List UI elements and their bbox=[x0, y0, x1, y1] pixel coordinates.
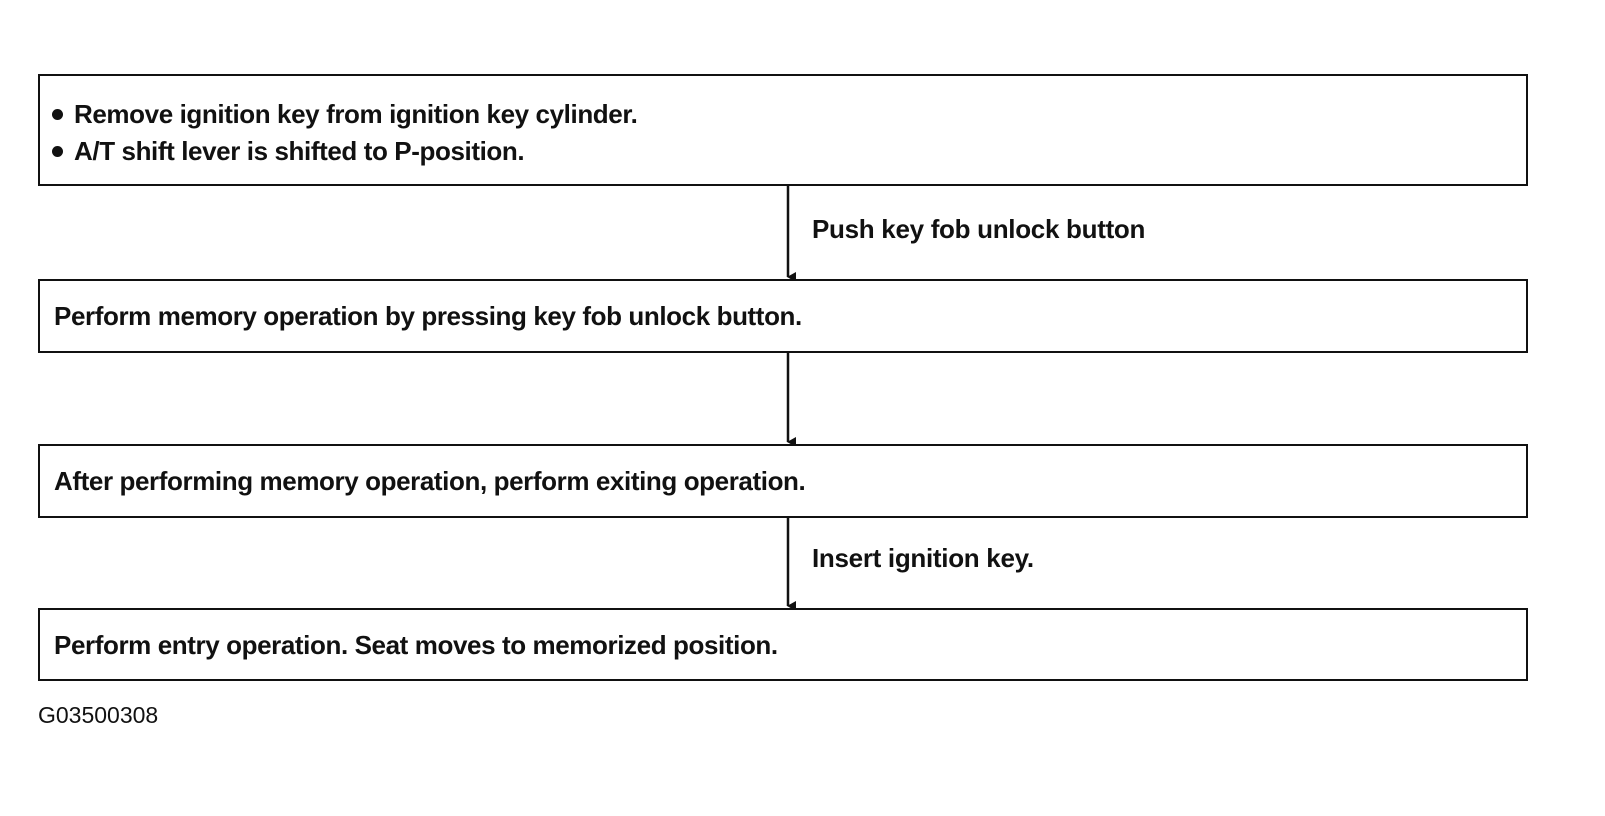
bullet-text: Remove ignition key from ignition key cy… bbox=[74, 99, 638, 129]
step-2-text: Perform memory operation by pressing key… bbox=[54, 301, 802, 331]
step-box-4: Perform entry operation. Seat moves to m… bbox=[38, 608, 1528, 681]
arrow-label-1: Push key fob unlock button bbox=[812, 214, 1146, 244]
bullet-dot-icon bbox=[52, 146, 63, 157]
step-4-text: Perform entry operation. Seat moves to m… bbox=[54, 630, 778, 660]
step-box-1: Remove ignition key from ignition key cy… bbox=[38, 74, 1528, 186]
bullet-dot-icon bbox=[52, 109, 63, 120]
figure-id: G03500308 bbox=[38, 702, 159, 728]
arrow-label-3: Insert ignition key. bbox=[812, 543, 1034, 573]
step-3-text: After performing memory operation, perfo… bbox=[54, 466, 806, 496]
bullet-text: A/T shift lever is shifted to P-position… bbox=[74, 136, 525, 166]
step-1-bullet-list: Remove ignition key from ignition key cy… bbox=[50, 96, 638, 170]
bullet-item: A/T shift lever is shifted to P-position… bbox=[50, 133, 637, 170]
bullet-item: Remove ignition key from ignition key cy… bbox=[50, 96, 638, 133]
step-box-2: Perform memory operation by pressing key… bbox=[38, 279, 1528, 353]
step-box-3: After performing memory operation, perfo… bbox=[38, 444, 1528, 518]
